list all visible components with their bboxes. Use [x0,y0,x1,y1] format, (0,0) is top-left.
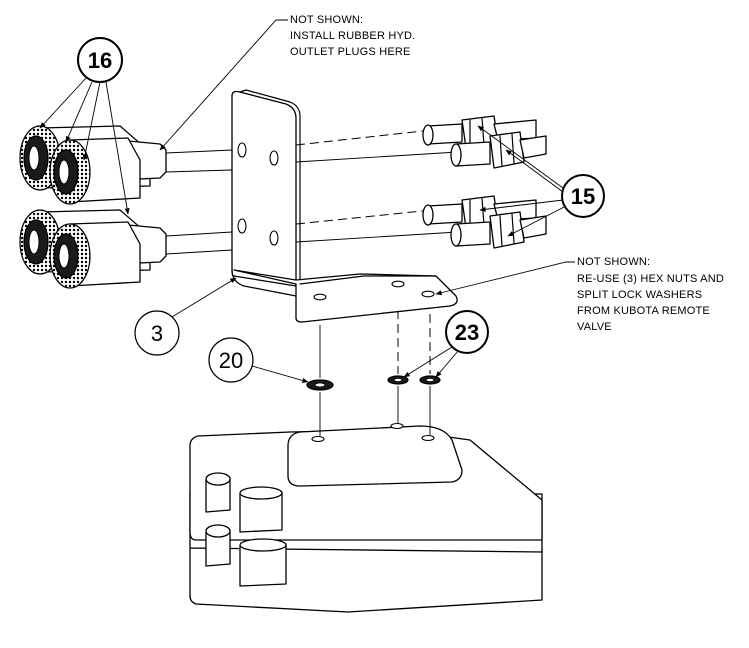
adapter-fitting-lower-front [450,211,547,249]
callout-16-label: 16 [88,48,112,73]
washer-20 [306,379,334,391]
callout-3-label: 3 [151,321,163,346]
callout-23: 23 [403,310,489,378]
quick-coupler-upper-front [49,137,141,205]
note-plugs-line-2: INSTALL RUBBER HYD. [290,30,415,42]
callout-16: 16 [39,37,130,215]
note-nuts-line-2: RE-USE (3) HEX NUTS AND [577,273,724,285]
valve-port-bottom-left [205,524,231,567]
valve-port-top-right [239,486,283,533]
note-plugs-line-3: OUTLET PLUGS HERE [290,46,411,58]
callout-15: 15 [477,125,605,237]
callout-15-label: 15 [571,184,595,209]
note-nuts-line-5: VALVE [577,321,612,333]
note-nuts-line-3: SPLIT LOCK WASHERS [577,289,702,301]
callout-20: 20 [208,337,309,383]
note-nuts: NOT SHOWN: RE-USE (3) HEX NUTS AND SPLIT… [435,256,724,333]
valve-port-bottom-right [239,538,287,587]
valve-port-top-left [205,472,231,513]
callout-3: 3 [134,277,237,356]
washer-23-right [419,375,441,385]
note-plugs-line-1: NOT SHOWN: [290,14,363,26]
note-nuts-line-4: FROM KUBOTA REMOTE [577,305,710,317]
washer-23-left [387,375,409,385]
callout-20-label: 20 [219,348,243,373]
quick-coupler-lower-front [49,221,141,289]
mounting-bracket [231,89,458,323]
remote-valve [189,422,543,613]
callout-23-label: 23 [455,320,479,345]
note-nuts-line-1: NOT SHOWN: [577,256,650,268]
note-plugs: NOT SHOWN: INSTALL RUBBER HYD. OUTLET PL… [159,14,415,151]
